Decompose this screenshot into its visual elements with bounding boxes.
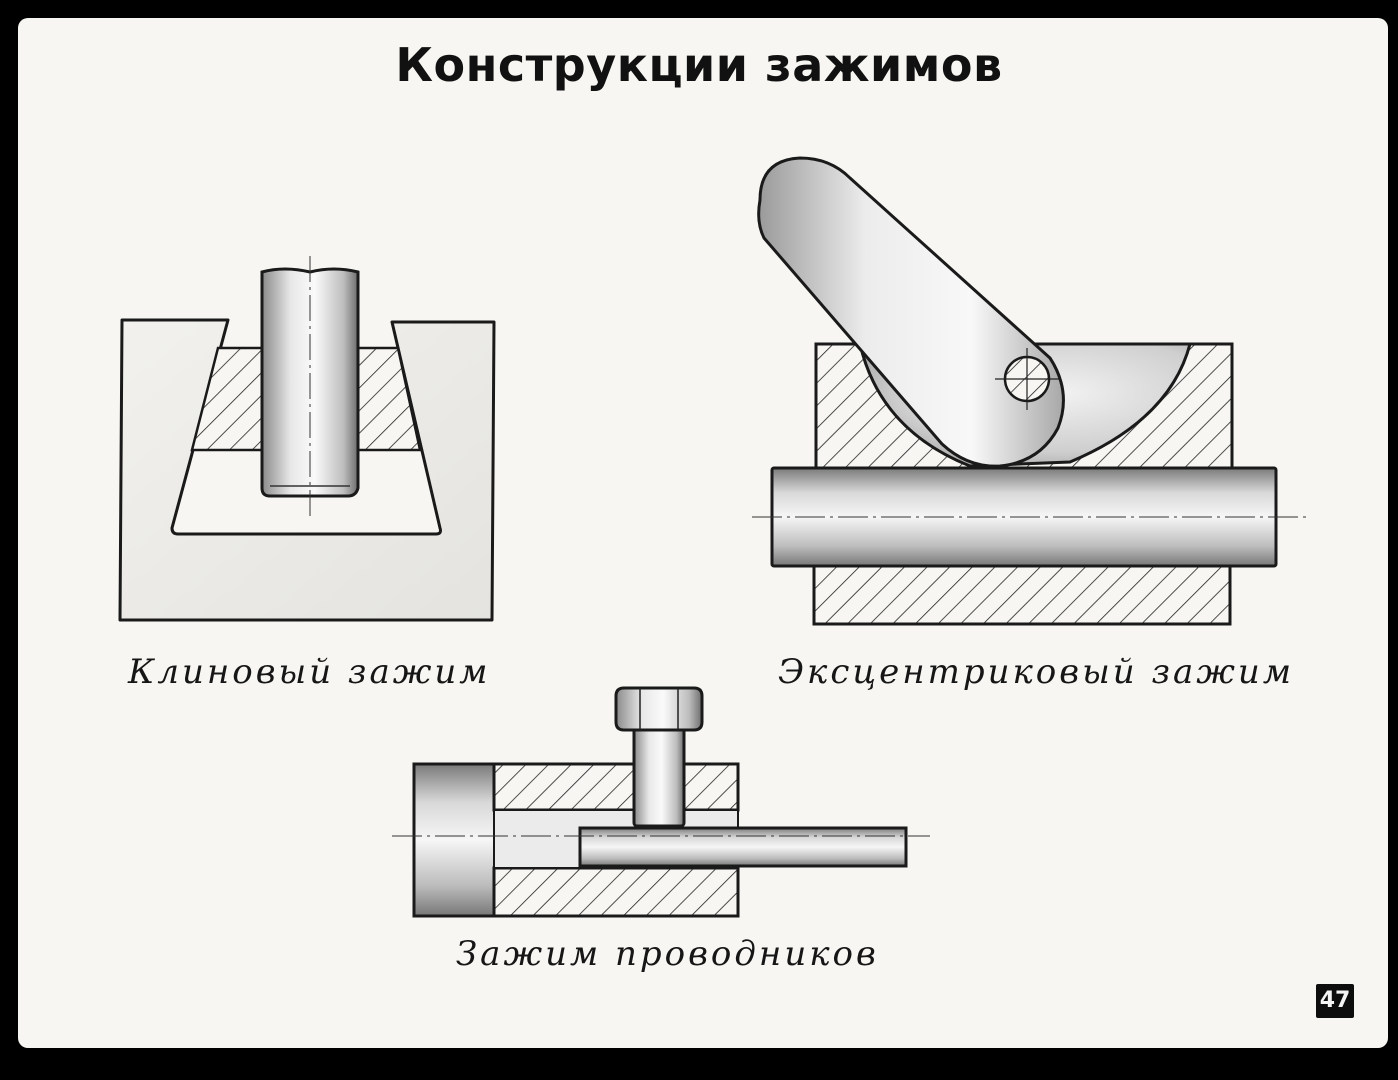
page-number-badge: 47 [1316, 984, 1354, 1018]
conductor-body-left [412, 762, 498, 918]
conductor-bolt-shank [632, 726, 686, 828]
conductor-wire [578, 826, 908, 868]
eccentric-lower-block [812, 564, 1232, 626]
wedge-body [118, 318, 496, 622]
conductor-lower-hatched [492, 866, 740, 918]
conductor-bolt-head [614, 686, 704, 732]
eccentric-lever [757, 156, 1065, 468]
caption-eccentric-clamp: Эксцентриковый зажим [778, 652, 1295, 692]
conductor-upper-hatched [492, 762, 740, 812]
caption-wedge-clamp: Клиновый зажим [128, 652, 491, 692]
caption-conductor-clamp: Зажим проводников [456, 934, 879, 974]
wedge-clamp-drawing [118, 256, 496, 622]
eccentric-clamp-drawing [752, 156, 1306, 626]
slide-title: Конструкции зажимов [395, 38, 1003, 92]
conductor-clamp-drawing [392, 686, 930, 918]
